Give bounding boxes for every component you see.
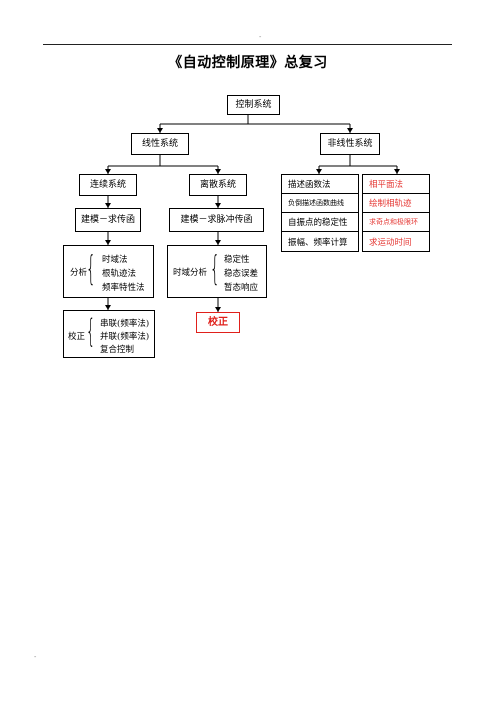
- describing-function-row: 负倒描述函数曲线: [281, 193, 359, 213]
- analysis-item: 根轨迹法: [102, 269, 137, 279]
- time-analysis-item: 稳态误差: [224, 269, 259, 279]
- phase-plane-row: 绘制相轨迹: [362, 193, 430, 213]
- phase-plane-row: 求运动时间: [362, 231, 430, 252]
- analysis-item: 频率特性法: [102, 283, 145, 293]
- time-analysis-box: 时域分析 { 稳定性 稳态误差 暂态响应: [167, 245, 267, 298]
- discrete-correction-box: 校正: [196, 312, 240, 333]
- correction-label: 校正: [68, 332, 86, 342]
- continuous-system-box: 连续系统: [79, 174, 137, 196]
- left-brace-icon: {: [210, 249, 220, 289]
- nonlinear-system-box: 非线性系统: [320, 133, 380, 155]
- time-analysis-label: 时域分析: [173, 268, 208, 278]
- left-brace-icon: {: [86, 249, 96, 289]
- time-analysis-item: 暂态响应: [224, 283, 259, 293]
- linear-system-box: 线性系统: [131, 133, 189, 155]
- phase-plane-row: 相平面法: [362, 174, 430, 194]
- continuous-model-box: 建模－求传函: [75, 208, 141, 232]
- correction-item: 复合控制: [100, 345, 135, 355]
- correction-item: 并联(频率法): [100, 332, 150, 342]
- correction-item: 串联(频率法): [100, 319, 150, 329]
- left-brace-icon: {: [86, 312, 96, 350]
- analysis-methods-box: 分析 { 时域法 根轨迹法 频率特性法: [63, 245, 154, 298]
- header-dot: -: [259, 33, 262, 41]
- analysis-item: 时域法: [102, 255, 128, 265]
- describing-function-row: 振幅、频率计算: [281, 231, 359, 252]
- page-title: 《自动控制原理》总复习: [168, 55, 328, 71]
- describing-function-row: 描述函数法: [281, 174, 359, 194]
- phase-plane-row: 求奇点和极限环: [362, 212, 430, 232]
- describing-function-row: 自振点的稳定性: [281, 212, 359, 232]
- correction-methods-box: 校正 { 串联(频率法) 并联(频率法) 复合控制: [63, 310, 155, 358]
- discrete-model-box: 建模－求脉冲传函: [169, 208, 264, 232]
- header-rule: [43, 44, 452, 45]
- control-system-box: 控制系统: [227, 95, 280, 115]
- time-analysis-item: 稳定性: [224, 255, 250, 265]
- footer-dot: -: [34, 653, 37, 661]
- discrete-system-box: 离散系统: [189, 174, 247, 196]
- analysis-label: 分析: [70, 268, 88, 278]
